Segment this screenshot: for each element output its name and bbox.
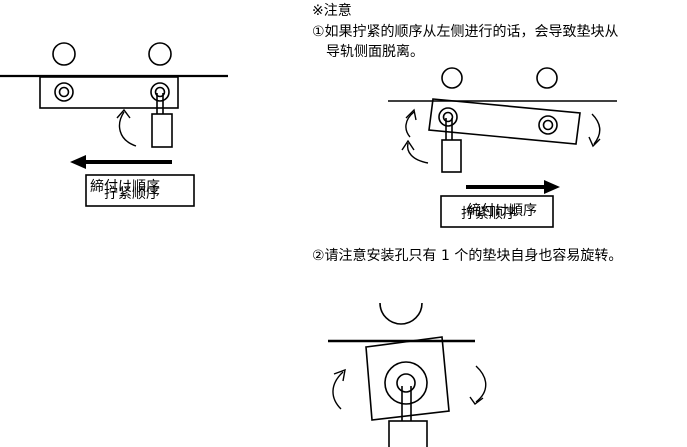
rotate-arrow-right — [475, 365, 487, 403]
roller-left — [441, 67, 463, 89]
rotate-arrow — [118, 111, 137, 147]
rotate-arrow-3-head — [588, 136, 601, 148]
rotate-arrow-1-head — [405, 108, 417, 121]
order-arrow-head — [544, 180, 560, 194]
spacer-block — [39, 76, 179, 109]
roller-left — [52, 42, 76, 66]
fig1-label: 拧紧顺序 — [104, 186, 160, 202]
hole-right-inner — [542, 119, 554, 131]
rotate-arrow-head — [116, 108, 131, 119]
hole-inner — [396, 373, 416, 393]
roller-right — [536, 67, 558, 89]
rotate-arrow-2 — [406, 142, 429, 164]
rotate-arrow-2-head — [401, 139, 415, 151]
figure-3 — [328, 302, 487, 447]
rotate-arrow-right-head — [469, 396, 484, 405]
note-1-line-2: 导轨侧面脱离。 — [326, 44, 424, 60]
order-arrow-head — [70, 155, 86, 169]
hole-left-inner — [58, 86, 70, 98]
notes-heading: ※注意 — [312, 3, 352, 19]
hole-right-outer — [150, 82, 170, 102]
roller-top — [379, 302, 423, 325]
figure-2 — [388, 67, 617, 228]
hole-left-inner — [442, 111, 454, 123]
roller-right — [148, 42, 172, 66]
spacer-block-rotated — [428, 98, 581, 145]
hole-right-inner — [154, 86, 166, 98]
hole-left-outer — [438, 107, 458, 127]
fig2-label-overlay: 締付け順序 — [467, 203, 537, 219]
rotate-arrow-3 — [591, 113, 601, 145]
label-box — [440, 195, 554, 228]
note-1-line-1: ①如果拧紧的顺序从左侧进行的话，会导致垫块从 — [312, 24, 619, 40]
label-box — [85, 174, 195, 207]
wrench-handle — [388, 420, 428, 447]
fig1-label-overlay: 締付け順序 — [90, 179, 160, 195]
wrench-handle — [441, 139, 462, 173]
hole-right-outer — [538, 115, 558, 135]
note-2: ②请注意安装孔只有 1 个的垫块自身也容易旋转。 — [312, 248, 623, 264]
rotate-arrow-left — [332, 371, 344, 410]
hole-outer — [384, 361, 428, 405]
spacer-block-rotated — [365, 336, 450, 421]
rotate-arrow-1 — [405, 111, 415, 138]
fig2-label: 拧紧顺序 — [461, 206, 517, 222]
rotate-arrow-left-head — [333, 368, 346, 382]
figure-1 — [0, 42, 228, 207]
wrench-handle — [151, 113, 173, 148]
hole-left-outer — [54, 82, 74, 102]
